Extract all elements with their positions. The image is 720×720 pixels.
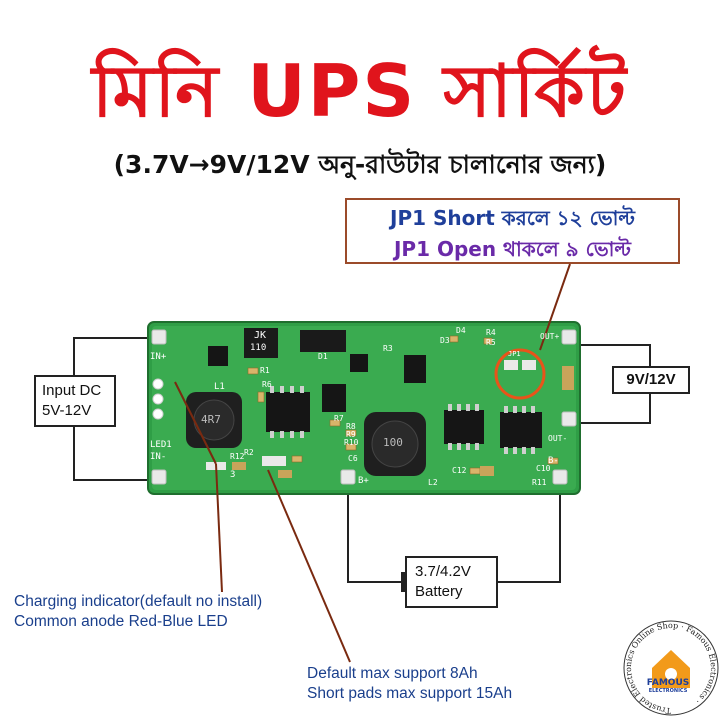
edge-pads (151, 329, 577, 485)
page-title: মিনি UPS সার্কিট (91, 49, 629, 133)
output-voltage-label: 9V/12V (612, 366, 690, 394)
silk-r7: R7 (334, 414, 344, 423)
input-dc-label: Input DC 5V-12V (34, 375, 116, 427)
battery-connector (401, 572, 407, 592)
silk-out-plus: OUT+ (540, 332, 560, 341)
silk-c6: C6 (348, 454, 358, 463)
silk-d4: D4 (456, 326, 466, 335)
silk-c10: C10 (536, 464, 551, 473)
wire-group (73, 337, 651, 583)
transistor-3 (404, 355, 426, 383)
silk-110: 110 (250, 343, 267, 353)
silk-jp1: JP1 (508, 350, 521, 358)
page-subtitle: (3.7V→9V/12V অনু-রাউটার চালানোর জন্য) (113, 150, 607, 179)
capacity-leader (267, 469, 351, 663)
smd-resistors (247, 335, 559, 475)
silk-in-plus: IN+ (150, 352, 167, 362)
indicator-leader (215, 463, 223, 593)
indicator-note-line1: Charging indicator(default no install) (14, 593, 263, 610)
jumper-short-text: JP1 Short করলে ১২ ভোল্ট (390, 206, 635, 230)
silk-r6: R6 (262, 380, 272, 389)
silk-led1: LED1 (150, 440, 172, 450)
silk-r1: R1 (260, 366, 270, 375)
ic-1 (266, 386, 310, 438)
silk-b-minus: B- (548, 456, 559, 466)
battery-label: 3.7/4.2V Battery (405, 556, 498, 608)
silk-l2: L2 (428, 478, 438, 487)
transistor-1 (208, 346, 228, 366)
silk-r2: R2 (244, 448, 254, 457)
input-dc-line2: 5V-12V (42, 402, 92, 419)
silk-l1: L1 (214, 382, 225, 392)
silk-out-minus: OUT- (548, 434, 568, 443)
silk-in-minus: IN- (150, 452, 167, 462)
silk-r10: R10 (344, 438, 359, 447)
silk-r8: R8 (346, 422, 356, 431)
leader-lines (174, 263, 571, 663)
silk-r11: R11 (532, 478, 547, 487)
pcb-board (147, 321, 581, 495)
capacity-note: Default max support 8Ah Short pads max s… (307, 664, 512, 704)
silk-4r7: 4R7 (201, 413, 221, 426)
ic-2 (444, 404, 484, 450)
jp1-leader (539, 263, 571, 351)
silk-r5: R5 (486, 338, 496, 347)
battery-minus-wire (498, 484, 561, 583)
output-minus-wire (572, 394, 651, 424)
chip-jk110 (244, 328, 278, 358)
silk-r3: R3 (383, 344, 393, 353)
silk-c12: C12 (452, 466, 467, 475)
capacity-short-pads (262, 456, 286, 466)
diode-d1 (300, 330, 346, 352)
silk-100: 100 (383, 436, 403, 449)
battery-line2: Battery (415, 583, 463, 600)
transistor-2 (350, 354, 368, 372)
jumper-callout: JP1 Short করলে ১২ ভোল্ট JP1 Open থাকলে ৯… (345, 198, 680, 264)
jumper-open-text: JP1 Open থাকলে ৯ ভোল্ট (393, 237, 632, 261)
chip-small (322, 384, 346, 412)
capacity-note-line1: Default max support 8Ah (307, 665, 478, 682)
indicator-note: Charging indicator(default no install) C… (14, 592, 262, 632)
seal-logo: FAMOUS ELECTRONICS (642, 652, 694, 694)
smd-capacitors (232, 366, 574, 478)
battery-plus-wire (347, 484, 405, 583)
battery-line1: 3.7/4.2V (415, 563, 471, 580)
led-holes (152, 378, 164, 420)
ic-3 (500, 406, 542, 454)
input-plus-wire (73, 337, 152, 375)
silk-d1: D1 (318, 352, 328, 361)
inductor-l2 (364, 412, 426, 476)
bulb-icon (665, 668, 677, 680)
led-to-pin-leader (174, 381, 217, 465)
input-dc-line1: Input DC (42, 382, 102, 399)
output-plus-wire (572, 344, 651, 366)
silk-b-plus: B+ (358, 476, 369, 486)
silk-r4: R4 (486, 328, 496, 337)
silk-3: 3 (230, 470, 236, 480)
seal-logo-text: FAMOUS (646, 678, 690, 688)
capacity-note-line2: Short pads max support 15Ah (307, 685, 513, 702)
indicator-note-line2: Common anode Red-Blue LED (14, 613, 228, 630)
seal-logo-subtext: ELECTRONICS (648, 688, 688, 694)
silk-jk: JK (254, 330, 267, 341)
silk-r12: R12 (230, 452, 245, 461)
jp1-pads (504, 360, 536, 370)
input-minus-wire (73, 427, 152, 481)
jp1-highlight-circle (494, 348, 546, 400)
silk-r9: R9 (346, 430, 356, 439)
shop-seal: Trusted Electronics Online Shop · Famous… (623, 620, 719, 716)
silk-d3: D3 (440, 336, 450, 345)
